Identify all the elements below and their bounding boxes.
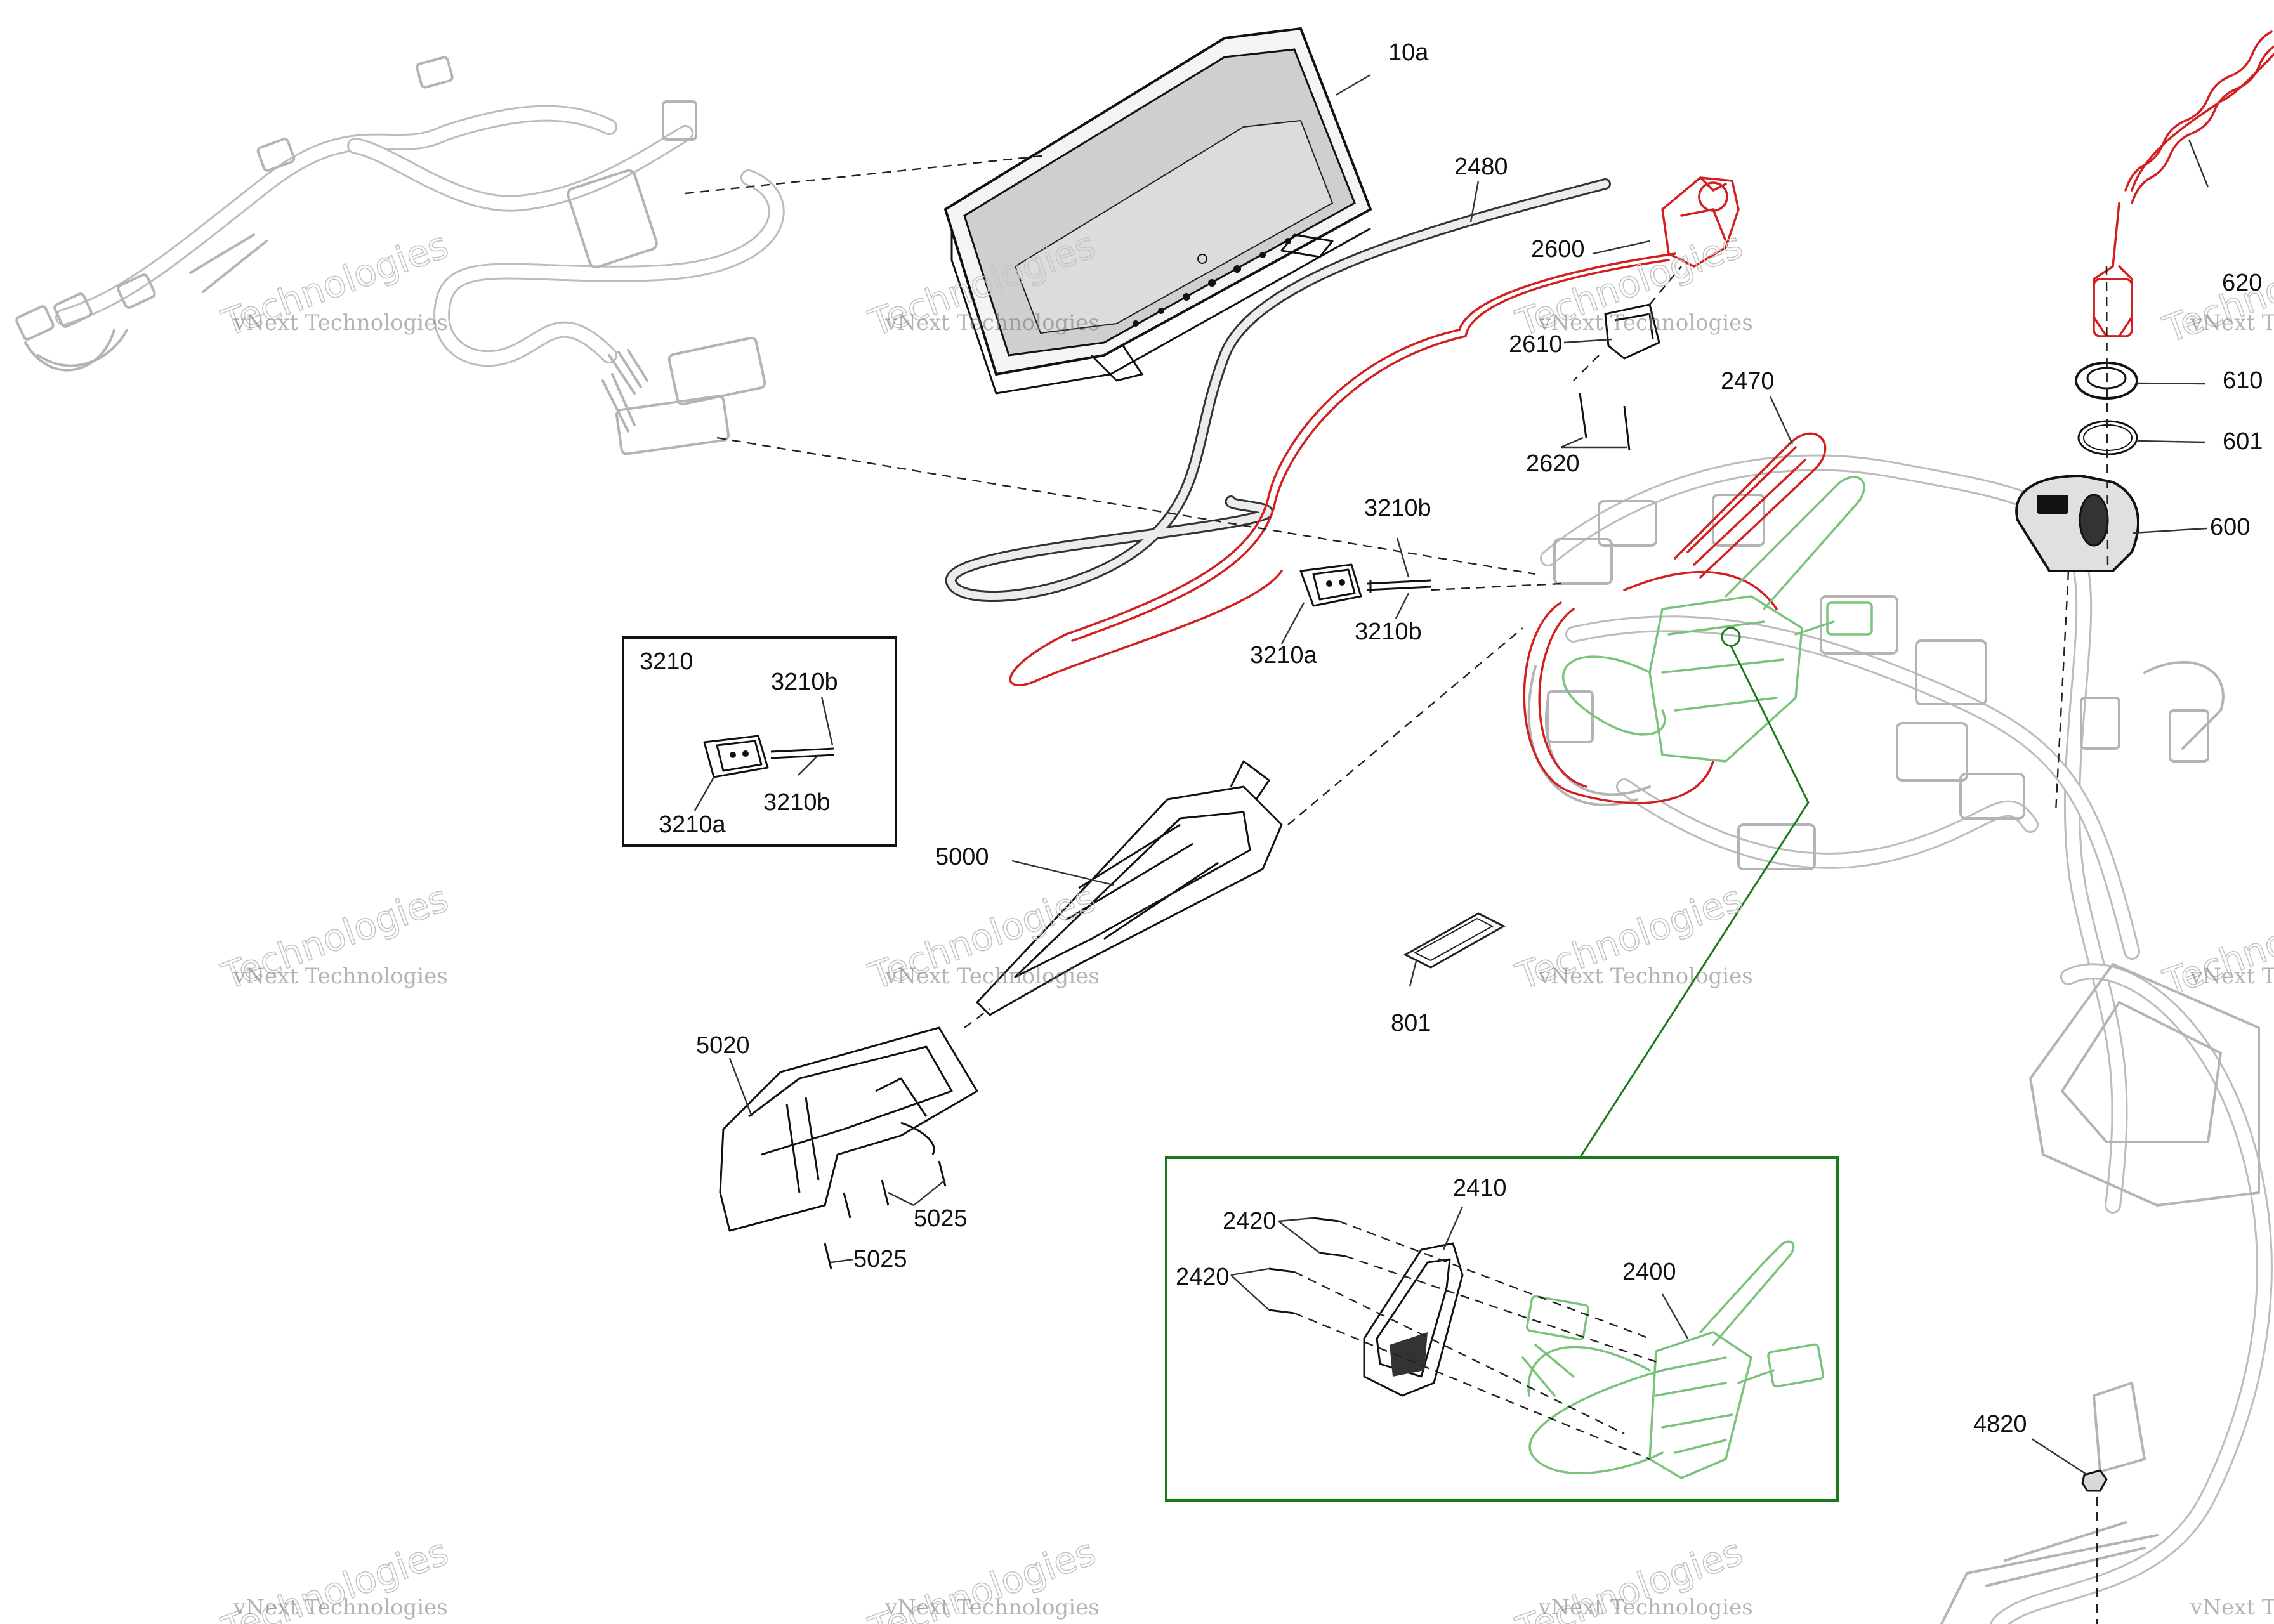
label-2420-top: 2420 xyxy=(1223,1208,1277,1234)
watermark-text: vNext Technologies xyxy=(884,964,1100,989)
ignition-switch-600 xyxy=(2015,474,2139,572)
label-620: 620 xyxy=(2222,270,2262,296)
label-2610: 2610 xyxy=(1509,331,1563,358)
display-cluster-10a xyxy=(943,27,1372,395)
watermark-text: vNext Technologies xyxy=(2190,310,2274,336)
watermark-text: vNext Technologies xyxy=(1538,310,1753,336)
label-4820: 4820 xyxy=(1973,1411,2027,1437)
switch-assembly-green-installed xyxy=(1561,476,1873,763)
label-5020: 5020 xyxy=(696,1032,750,1059)
main-wiring-harness xyxy=(1527,454,2273,1624)
bracket-5000 xyxy=(976,760,1283,1016)
label-3210a: 3210a xyxy=(1250,642,1318,669)
label-5025-left: 5025 xyxy=(853,1246,907,1273)
sensor-2610 xyxy=(1573,266,1682,381)
leader-lines xyxy=(693,74,2209,1476)
label-2470: 2470 xyxy=(1721,368,1775,395)
label-2600: 2600 xyxy=(1531,236,1585,263)
label-2480: 2480 xyxy=(1454,154,1508,180)
inset-label-3210b-top: 3210b xyxy=(771,669,838,695)
watermark-text: vNext Technologies xyxy=(233,964,448,989)
watermark-text: vNext Technologies xyxy=(884,1595,1100,1620)
assembly-lines xyxy=(685,154,1561,1028)
label-801: 801 xyxy=(1391,1010,1431,1037)
label-600: 600 xyxy=(2210,514,2250,540)
callout-line-2400 xyxy=(1579,645,1810,1158)
upper-wiring-harness xyxy=(15,56,785,455)
housing-5020 xyxy=(719,1026,978,1232)
label-2400: 2400 xyxy=(1622,1259,1676,1285)
gasket-801 xyxy=(1403,912,1506,969)
part-labels: 10a 2480 2600 2610 2620 2470 620 610 601… xyxy=(640,39,2263,1437)
nut-4820 xyxy=(2081,1469,2108,1624)
inset-label-3210b-bottom: 3210b xyxy=(763,789,831,816)
label-2420-bottom: 2420 xyxy=(1176,1264,1230,1290)
inset-3210-title: 3210 xyxy=(640,648,693,675)
inset-label-3210a: 3210a xyxy=(659,811,726,838)
watermark-text: vNext Technologies xyxy=(233,310,448,336)
label-610: 610 xyxy=(2223,367,2263,394)
watermark-text: vNext Technologies xyxy=(884,310,1100,336)
watermark-text: vNext Technologies xyxy=(233,1595,448,1620)
watermark-text: vNext Technologies xyxy=(1538,1595,1753,1620)
label-5025-right: 5025 xyxy=(914,1205,968,1232)
ignition-axis-line xyxy=(2105,266,2109,572)
label-10a: 10a xyxy=(1388,39,1429,66)
label-5000: 5000 xyxy=(935,844,989,870)
watermarks: Technologies vNext Technologies Technolo… xyxy=(216,223,2274,1624)
screws-2620 xyxy=(1579,393,1631,451)
label-2410: 2410 xyxy=(1453,1175,1507,1202)
screws-5025 xyxy=(824,1160,947,1269)
cable-2470-red xyxy=(1523,432,1827,804)
switch-2600-red xyxy=(1009,176,1740,686)
watermark-text: vNext Technologies xyxy=(2190,964,2274,989)
terminal-3210b xyxy=(1367,579,1431,593)
inset-box-2400 xyxy=(1165,1156,1839,1502)
watermark-text: vNext Technologies xyxy=(1538,964,1753,989)
ignition-lower-axis-line xyxy=(2054,570,2070,813)
watermark-text: vNext Technologies xyxy=(2190,1595,2274,1620)
label-3210b-bottom: 3210b xyxy=(1355,619,1422,645)
label-3210b-top: 3210b xyxy=(1364,495,1431,521)
inset-box-3210 xyxy=(622,636,897,847)
label-601: 601 xyxy=(2223,428,2263,455)
label-2620: 2620 xyxy=(1526,450,1580,477)
connector-3210a xyxy=(1299,563,1362,607)
